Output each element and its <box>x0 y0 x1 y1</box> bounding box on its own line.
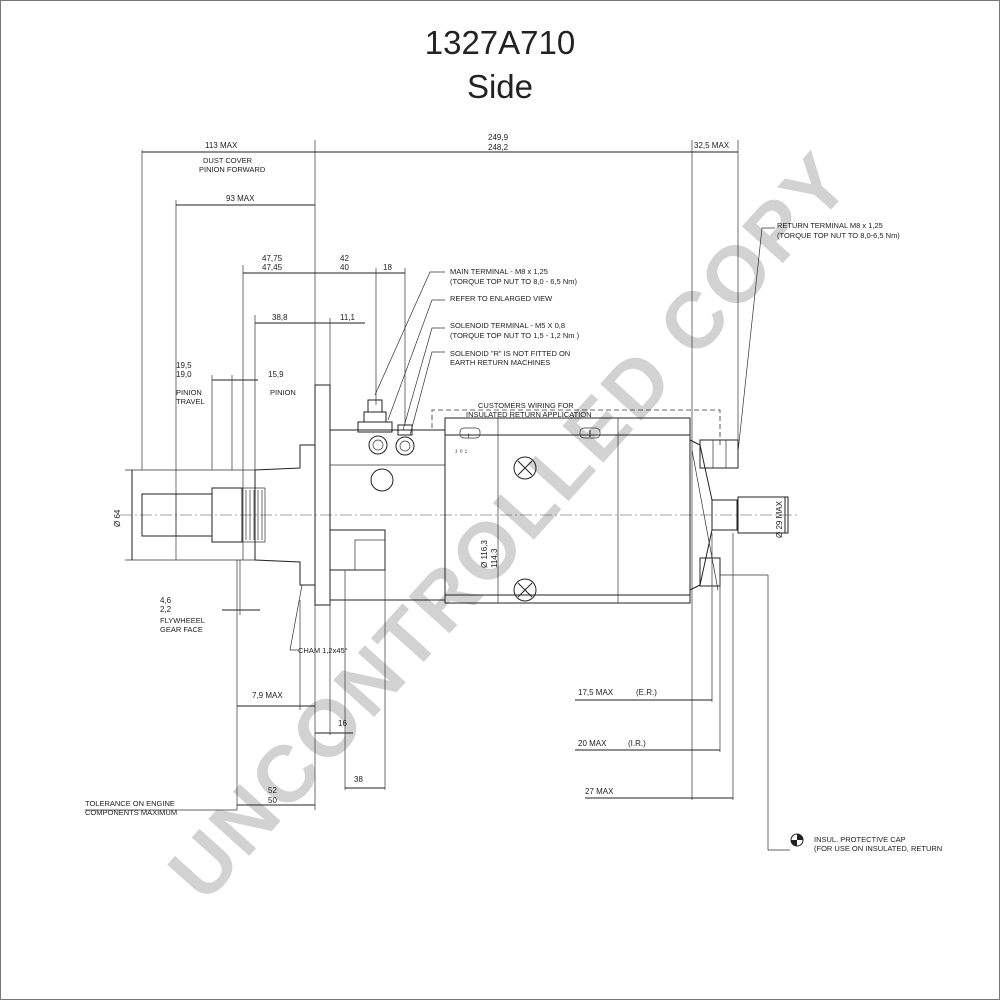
solenoid-terminal <box>395 424 415 456</box>
dim-249: 249,9 <box>488 133 509 142</box>
dim-50: 50 <box>268 796 277 805</box>
insulated-return-label: INSULATED RETURN APPLICATION <box>466 410 592 419</box>
dim-16: 16 <box>338 719 347 728</box>
pinion-travel-label-2: TRAVEL <box>176 397 205 406</box>
solenoid-lower-block <box>329 529 386 571</box>
right-dimensions <box>575 227 790 851</box>
svg-text:₁ ₀ ₁: ₁ ₀ ₁ <box>455 445 468 454</box>
solenoid-r-label: SOLENOID "R" IS NOT FITTED ON <box>450 349 570 358</box>
solenoid-terminal-label: SOLENOID TERMINAL - M5 X 0,8 <box>450 321 565 330</box>
tolerance-label: TOLERANCE ON ENGINE <box>85 799 175 808</box>
tolerance-label-2: COMPONENTS MAXIMUM <box>85 808 177 817</box>
dim-79: 7,9 MAX <box>252 691 283 700</box>
dim-27: 27 MAX <box>585 787 614 796</box>
screw-head-top <box>513 456 537 480</box>
dim-20: 20 MAX <box>578 739 607 748</box>
plus-marker: + <box>466 431 471 440</box>
dim-113: 113 MAX <box>205 141 238 150</box>
main-terminal-label: MAIN TERMINAL - M8 x 1,25 <box>450 267 548 276</box>
dust-cover-label: DUST COVER <box>203 156 253 165</box>
end-bearing-boss <box>711 499 738 531</box>
earth-return-label: EARTH RETURN MACHINES <box>450 358 550 367</box>
yoke <box>444 417 691 604</box>
dim-111: 11,1 <box>340 313 356 322</box>
dim-93: 93 MAX <box>226 194 255 203</box>
customer-wiring-label: CUSTOMERS WIRING FOR <box>478 401 574 410</box>
protective-cap-outline <box>737 496 789 534</box>
solenoid-terminal-torque-label: (TORQUE TOP NUT TO 1,5 - 1,2 Nm ) <box>450 331 580 340</box>
dim-46: 4,6 <box>160 596 172 605</box>
solenoid-plug <box>370 468 394 492</box>
dim-159: 15,9 <box>268 370 284 379</box>
pinion-forward-label: PINION FORWARD <box>199 165 266 174</box>
dim-22: 2,2 <box>160 605 172 614</box>
dia-29: Ø 29 MAX <box>775 500 784 538</box>
gear-face-label: GEAR FACE <box>160 625 203 634</box>
return-terminal-nut <box>699 439 739 469</box>
return-terminal-torque-label: (TORQUE TOP NUT TO 8,0-6,5 Nm) <box>777 231 900 240</box>
terminal-callouts: MAIN TERMINAL - M8 x 1,25 (TORQUE TOP NU… <box>374 267 592 436</box>
ir-label: (I.R.) <box>628 739 646 748</box>
dim-190: 19,0 <box>176 370 192 379</box>
pinion-label: PINION <box>270 388 296 397</box>
dim-248: 248,2 <box>488 143 509 152</box>
dim-42: 42 <box>340 254 349 263</box>
left-dimension-labels: Ø 64 4,6 2,2 FLYWHEEEL GEAR FACE CHAM 1,… <box>85 509 499 817</box>
dia-64: Ø 64 <box>113 509 122 527</box>
customer-wiring-path <box>431 409 721 445</box>
dim-38: 38 <box>354 775 363 784</box>
screw-head-bottom <box>513 578 537 602</box>
left-dimensions <box>85 469 386 811</box>
right-dimension-labels: 17,5 MAX (E.R.) 20 MAX (I.R.) 27 MAX Ø 2… <box>578 221 942 853</box>
protective-cap-label: INSUL. PROTECTIVE CAP <box>814 835 906 844</box>
starter-motor: + ₁ ₀ ₁ <box>120 384 800 606</box>
dim-52: 52 <box>268 786 277 795</box>
main-terminal <box>357 399 393 455</box>
er-label: (E.R.) <box>636 688 657 697</box>
watermark-text: UNCONTROLLED COPY <box>151 135 867 916</box>
return-terminal-label: RETURN TERMINAL M8 x 1,25 <box>777 221 883 230</box>
pinion-gear <box>211 487 243 543</box>
dim-18: 18 <box>383 263 392 272</box>
main-terminal-torque-label: (TORQUE TOP NUT TO 8,0 - 6,5 Nm) <box>450 277 577 286</box>
flywheel-label: FLYWHEEEL <box>160 616 205 625</box>
refer-enlarged-label: REFER TO ENLARGED VIEW <box>450 294 553 303</box>
dim-4745: 47,45 <box>262 263 283 272</box>
dia-114: 114,3 <box>490 548 499 568</box>
dim-195: 19,5 <box>176 361 192 370</box>
mounting-flange <box>314 384 331 606</box>
chamfer-label: CHAM 1,2x45° <box>298 646 348 655</box>
top-dimension-labels: 113 MAX DUST COVER PINION FORWARD 249,9 … <box>176 133 730 406</box>
dim-40: 40 <box>340 263 349 272</box>
top-dimensions <box>141 140 739 810</box>
pinion-travel-label: PINION <box>176 388 202 397</box>
dim-388: 38,8 <box>272 313 288 322</box>
dia-116: Ø 116,3 <box>480 540 489 568</box>
bottom-terminal <box>699 557 721 587</box>
drawing-subtitle: Side <box>466 68 534 105</box>
dim-175: 17,5 MAX <box>578 688 614 697</box>
dim-32: 32,5 MAX <box>694 141 730 150</box>
drawing-title: 1327A710 <box>424 24 576 61</box>
protective-cap-use-label: (FOR USE ON INSULATED, RETURN <box>814 844 942 853</box>
dim-4775: 47,75 <box>262 254 283 263</box>
